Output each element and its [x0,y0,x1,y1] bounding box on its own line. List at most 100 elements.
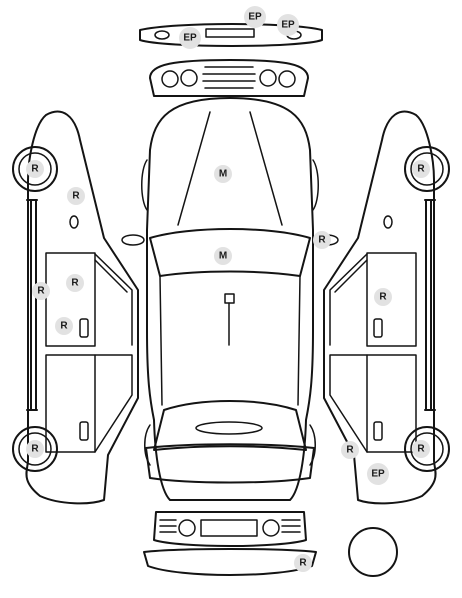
damage-marker-front-bumper-right-ep[interactable]: EP [244,6,266,28]
right-side-view[interactable] [323,110,450,505]
roof-line-right [297,275,301,406]
right-rear-door-handle [373,421,383,441]
front-grille[interactable] [149,59,309,97]
damage-marker-right-front-wheel[interactable]: R [412,160,430,178]
damage-marker-code: R [31,164,39,175]
front-left-fender-bulge [141,159,148,211]
left-rear-door[interactable] [45,354,133,453]
damage-marker-left-front-wheel[interactable]: R [26,160,44,178]
windshield[interactable] [149,228,311,277]
damage-marker-code: M [219,251,227,262]
damage-marker-badge [179,27,201,49]
damage-marker-badge [313,231,331,249]
roof-line-left [159,275,163,406]
right-front-door-handle [373,318,383,338]
rear-tail-section[interactable] [153,511,307,547]
damage-marker-left-front-fender[interactable]: R [67,187,85,205]
damage-marker-front-bumper-left-ep[interactable]: EP [179,27,201,49]
right-front-wheel-outer [404,146,450,192]
damage-marker-code: R [60,321,68,332]
rear-right-fender-bulge [309,424,316,466]
tail-light-right [262,519,280,537]
left-a-pillar [94,253,133,346]
damage-marker-code: R [417,164,425,175]
tail-light-left [178,519,196,537]
damage-marker-code: R [417,444,425,455]
left-rear-door-handle [79,421,89,441]
damage-marker-code: EP [248,12,262,23]
left-front-wheel-inner [18,152,52,186]
damage-marker-code: R [31,444,39,455]
damage-marker-badge [374,288,392,306]
hood-crease-left [177,111,211,226]
damage-marker-code: R [299,558,307,569]
front-right-fender-bulge [312,159,319,211]
damage-marker-rear-bumper[interactable]: R [294,554,312,572]
right-a-pillar [329,253,368,346]
damage-marker-hood[interactable]: M [214,165,232,183]
trunk-lid[interactable] [145,443,315,484]
damage-marker-code: EP [183,33,197,44]
right-rear-door[interactable] [329,354,417,453]
headlight-right-inner [259,69,277,87]
damage-marker-code: M [219,169,227,180]
damage-marker-code: R [346,445,354,456]
damage-marker-left-front-door[interactable]: R [66,274,84,292]
damage-marker-badge [67,187,85,205]
damage-marker-code: R [379,292,387,303]
car-body-top-view[interactable] [121,97,339,501]
left-front-door[interactable] [45,252,96,347]
damage-marker-code: R [71,278,79,289]
rear-window[interactable] [153,400,307,451]
damage-markers: EP EP EP R R R R R R M M R R R R R EP R [26,6,430,572]
left-mirror[interactable] [121,234,145,246]
front-license-plate [205,28,255,38]
right-front-door[interactable] [366,252,417,347]
damage-marker-right-mirror[interactable]: R [313,231,331,249]
right-front-wheel-inner [410,152,444,186]
damage-marker-badge [277,14,299,36]
damage-marker-badge [32,282,50,300]
left-front-wheel-outer [12,146,58,192]
damage-marker-right-rear-quarter[interactable]: R [341,441,359,459]
rear-wiper [195,421,263,435]
damage-marker-badge [214,247,232,265]
left-rear-wheel-inner [18,432,52,466]
damage-marker-left-rear-wheel[interactable]: R [26,440,44,458]
damage-marker-left-rocker[interactable]: R [32,282,50,300]
damage-marker-badge [26,160,44,178]
damage-marker-code: EP [281,20,295,31]
left-fuel-cap [69,215,79,229]
headlight-right-outer [278,70,296,88]
damage-marker-left-front-door-lower[interactable]: R [55,317,73,335]
damage-marker-badge [55,317,73,335]
damage-marker-badge [412,160,430,178]
damage-marker-badge [66,274,84,292]
damage-marker-code: R [72,191,80,202]
damage-marker-right-front-door[interactable]: R [374,288,392,306]
damage-marker-code: R [318,235,326,246]
damage-marker-badge [341,441,359,459]
damage-marker-badge [367,463,389,485]
rear-license-plate [200,519,258,537]
rear-bumper[interactable] [143,548,317,576]
damage-marker-roof[interactable]: M [214,247,232,265]
damage-marker-badge [26,440,44,458]
hood-crease-right [249,111,283,226]
damage-marker-right-rear-quarter-ep[interactable]: EP [367,463,389,485]
front-fog-light-left [154,30,170,40]
left-rear-wheel-outer [12,426,58,472]
damage-marker-front-bumper-center-ep[interactable]: EP [277,14,299,36]
damage-marker-badge [294,554,312,572]
damage-marker-code: EP [371,469,385,480]
right-rear-wheel-outer [404,426,450,472]
spare-wheel[interactable] [348,527,398,577]
headlight-left-inner [180,69,198,87]
right-rear-wheel-inner [410,432,444,466]
damage-marker-code: R [37,286,45,297]
rear-left-fender-bulge [144,424,151,466]
antenna-base [224,293,235,304]
damage-marker-badge [214,165,232,183]
damage-marker-right-rear-wheel[interactable]: R [412,440,430,458]
